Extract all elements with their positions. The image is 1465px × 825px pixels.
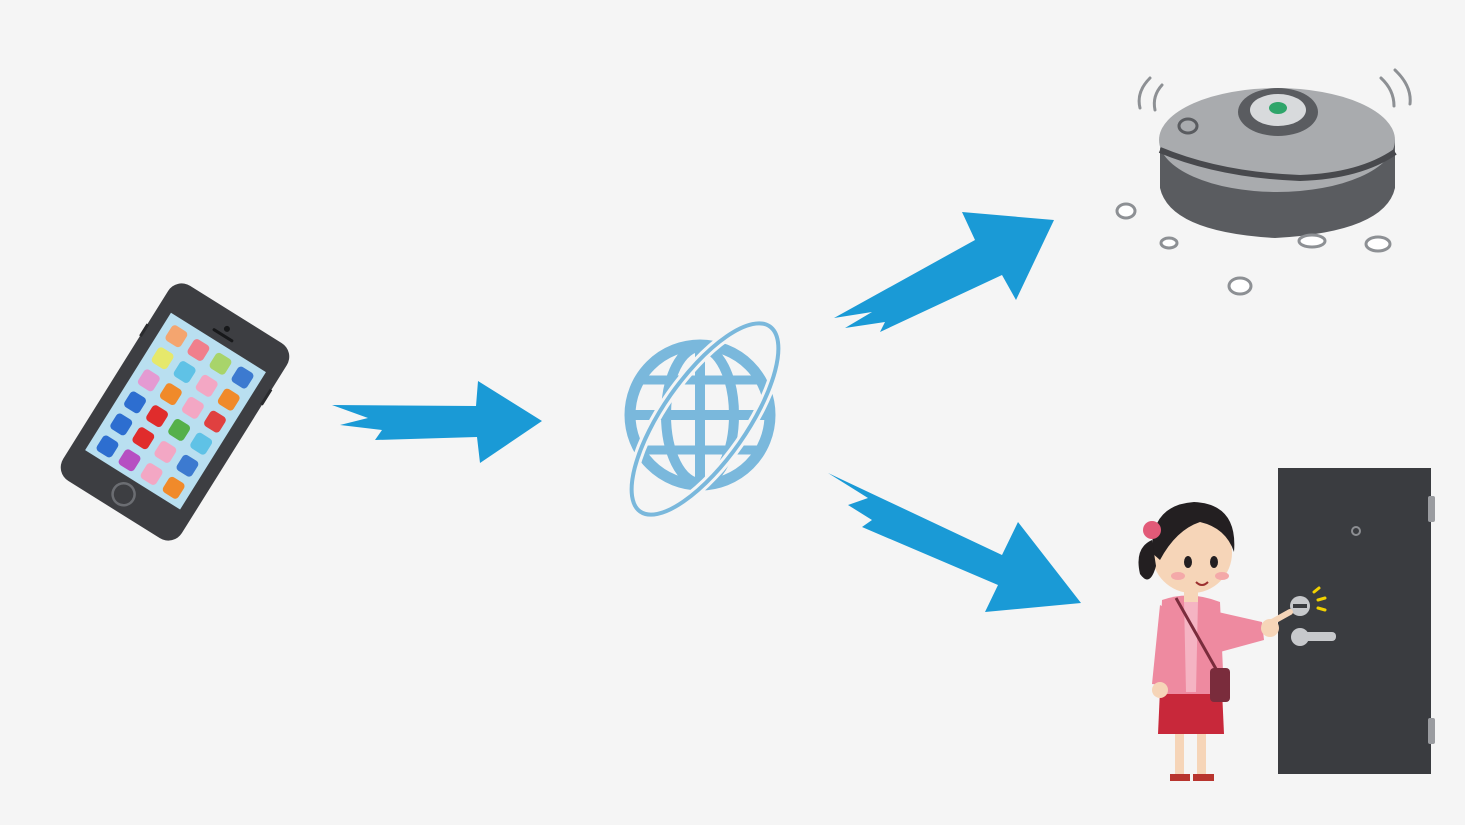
smart-lock-door-icon [1278,468,1435,774]
robot-vacuum-icon [1115,68,1412,296]
girl-icon [1138,502,1293,781]
smartphone-icon [60,283,290,541]
arrow-internet-to-robot-vacuum [834,212,1054,332]
globe-icon [624,318,784,520]
arrow-internet-to-smart-lock [828,473,1081,612]
arrow-phone-to-internet [332,381,542,463]
